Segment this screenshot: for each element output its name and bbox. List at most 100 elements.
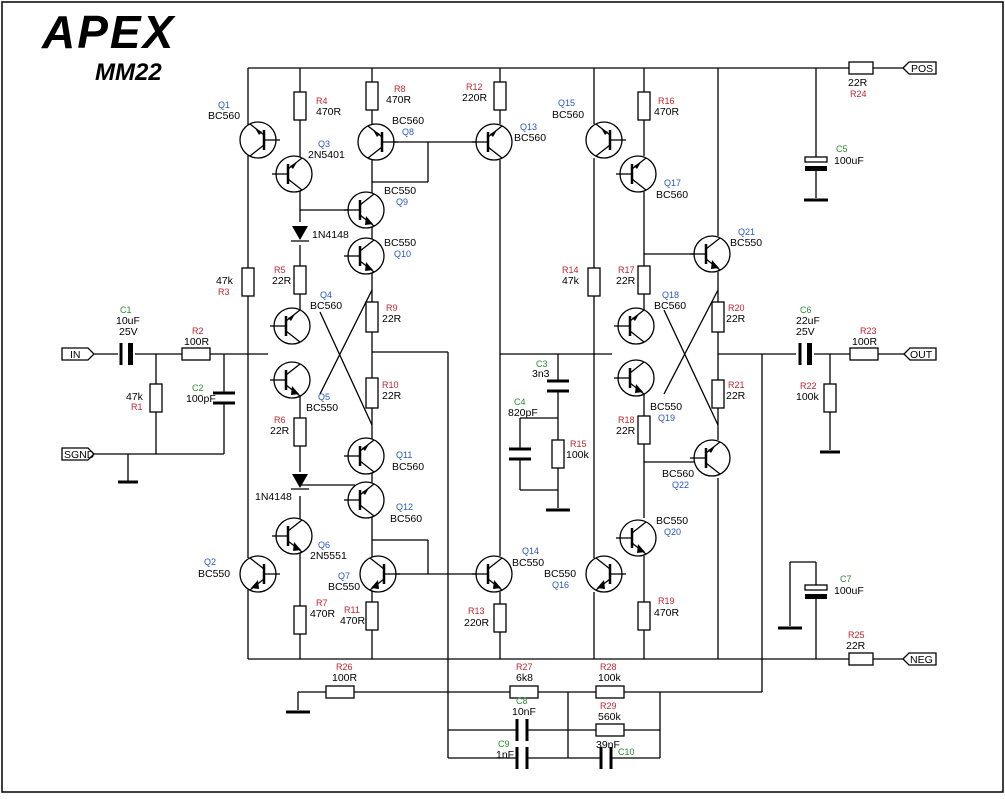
q7-ref: Q7	[338, 571, 350, 581]
transistor-q3	[272, 155, 313, 193]
r21-value: 22R	[726, 390, 746, 402]
r15-ref: R15	[570, 439, 587, 449]
r9-value: 22R	[382, 313, 402, 325]
r3-value: 47k	[216, 275, 234, 287]
resistor-r8	[365, 81, 379, 111]
q17-value: BC560	[656, 189, 688, 201]
c2-ref: C2	[192, 383, 204, 393]
c8-ref: C8	[516, 696, 528, 706]
transistor-q18	[614, 307, 655, 345]
r20-ref: R20	[728, 303, 745, 313]
resistor-r10	[365, 377, 379, 409]
resistor-r6	[293, 417, 307, 447]
r27-value: 6k8	[516, 672, 533, 684]
resistor-r29	[595, 723, 625, 737]
q10-ref: Q10	[394, 249, 411, 259]
q6-ref: Q6	[318, 540, 330, 550]
resistor-r18	[637, 415, 651, 445]
r3-ref: R3	[218, 287, 230, 297]
r25-ref: R25	[848, 630, 865, 640]
r5-ref: R5	[274, 265, 286, 275]
component-layer	[119, 61, 879, 769]
q12-value: BC560	[390, 513, 422, 525]
capacitor-c6	[798, 343, 812, 365]
q4-ref: Q4	[320, 290, 332, 300]
resistor-r19	[637, 601, 651, 631]
capacitor-c1	[119, 343, 133, 365]
r12-ref: R12	[466, 82, 483, 92]
capacitor-c4	[509, 447, 531, 461]
q19-value: BC550	[650, 401, 682, 413]
q7-value: BC550	[328, 581, 360, 593]
r26-ref: R26	[336, 662, 353, 672]
r9-ref: R9	[386, 303, 398, 313]
r1-ref: R1	[131, 402, 143, 412]
r16-ref: R16	[658, 96, 675, 106]
q14-value: BC550	[512, 557, 544, 569]
r23-ref: R23	[860, 326, 877, 336]
resistor-r3	[241, 267, 255, 297]
transistor-q14	[472, 555, 513, 593]
q13-ref: Q13	[520, 122, 537, 132]
r19-ref: R19	[658, 596, 675, 606]
svg-text:1N4148: 1N4148	[255, 491, 292, 503]
c3-ref: C3	[536, 359, 548, 369]
transistor-q8	[357, 123, 398, 161]
c5-value: 100uF	[834, 155, 864, 167]
transistor-q13	[472, 123, 513, 161]
c1-ref: C1	[120, 305, 132, 315]
c5-ref: C5	[836, 144, 848, 154]
resistor-r7	[293, 605, 307, 635]
resistor-r5	[293, 265, 307, 295]
resistor-r17	[637, 265, 651, 295]
r28-ref: R28	[600, 662, 617, 672]
r1-value: 47k	[126, 391, 144, 403]
transistor-q9	[344, 191, 385, 229]
r24-value: 22R	[848, 77, 868, 89]
capacitor-c5	[804, 156, 828, 171]
port-sgnd: SGND	[61, 447, 95, 461]
q21-ref: Q21	[738, 227, 755, 237]
capacitor-c7	[804, 584, 828, 599]
r7-value: 470R	[310, 608, 336, 620]
q6-value: 2N5551	[310, 550, 347, 562]
c4-ref: C4	[514, 397, 526, 407]
capacitor-c8	[515, 719, 529, 741]
q21-value: BC550	[730, 237, 762, 249]
q4-value: BC560	[310, 300, 342, 312]
c4-value: 820pF	[508, 407, 538, 419]
resistor-r14	[587, 267, 601, 297]
q15-value: BC560	[552, 109, 584, 121]
r23-value: 100R	[852, 336, 878, 348]
resistor-r15	[551, 439, 565, 469]
transistor-q7	[359, 555, 400, 593]
transistor-q11	[344, 437, 385, 475]
r17-ref: R17	[618, 265, 635, 275]
port-out: OUT	[903, 347, 937, 361]
r29-value: 560k	[598, 711, 622, 723]
q14-ref: Q14	[522, 546, 539, 556]
q18-value: BC560	[654, 300, 686, 312]
r11-ref: R11	[344, 605, 360, 615]
q3-ref: Q3	[318, 139, 330, 149]
r13-value: 220R	[464, 617, 490, 629]
capacitor-c3	[547, 379, 569, 393]
transistor-q19	[614, 359, 655, 397]
q8-ref: Q8	[402, 127, 414, 137]
resistor-r2	[181, 347, 211, 361]
r6-value: 22R	[270, 425, 290, 437]
r4-value: 470R	[316, 106, 342, 118]
transistor-q5	[270, 361, 311, 399]
r10-ref: R10	[382, 380, 399, 390]
r18-ref: R18	[618, 415, 635, 425]
wiring	[94, 67, 904, 759]
q2-ref: Q2	[204, 557, 216, 567]
r19-value: 470R	[654, 607, 680, 619]
q9-value: BC550	[384, 185, 416, 197]
c10-value: 39nF	[596, 739, 620, 751]
resistor-r12	[493, 81, 507, 111]
r2-value: 100R	[184, 336, 210, 348]
c7-value: 100uF	[834, 585, 864, 597]
resistor-r1	[149, 383, 163, 413]
